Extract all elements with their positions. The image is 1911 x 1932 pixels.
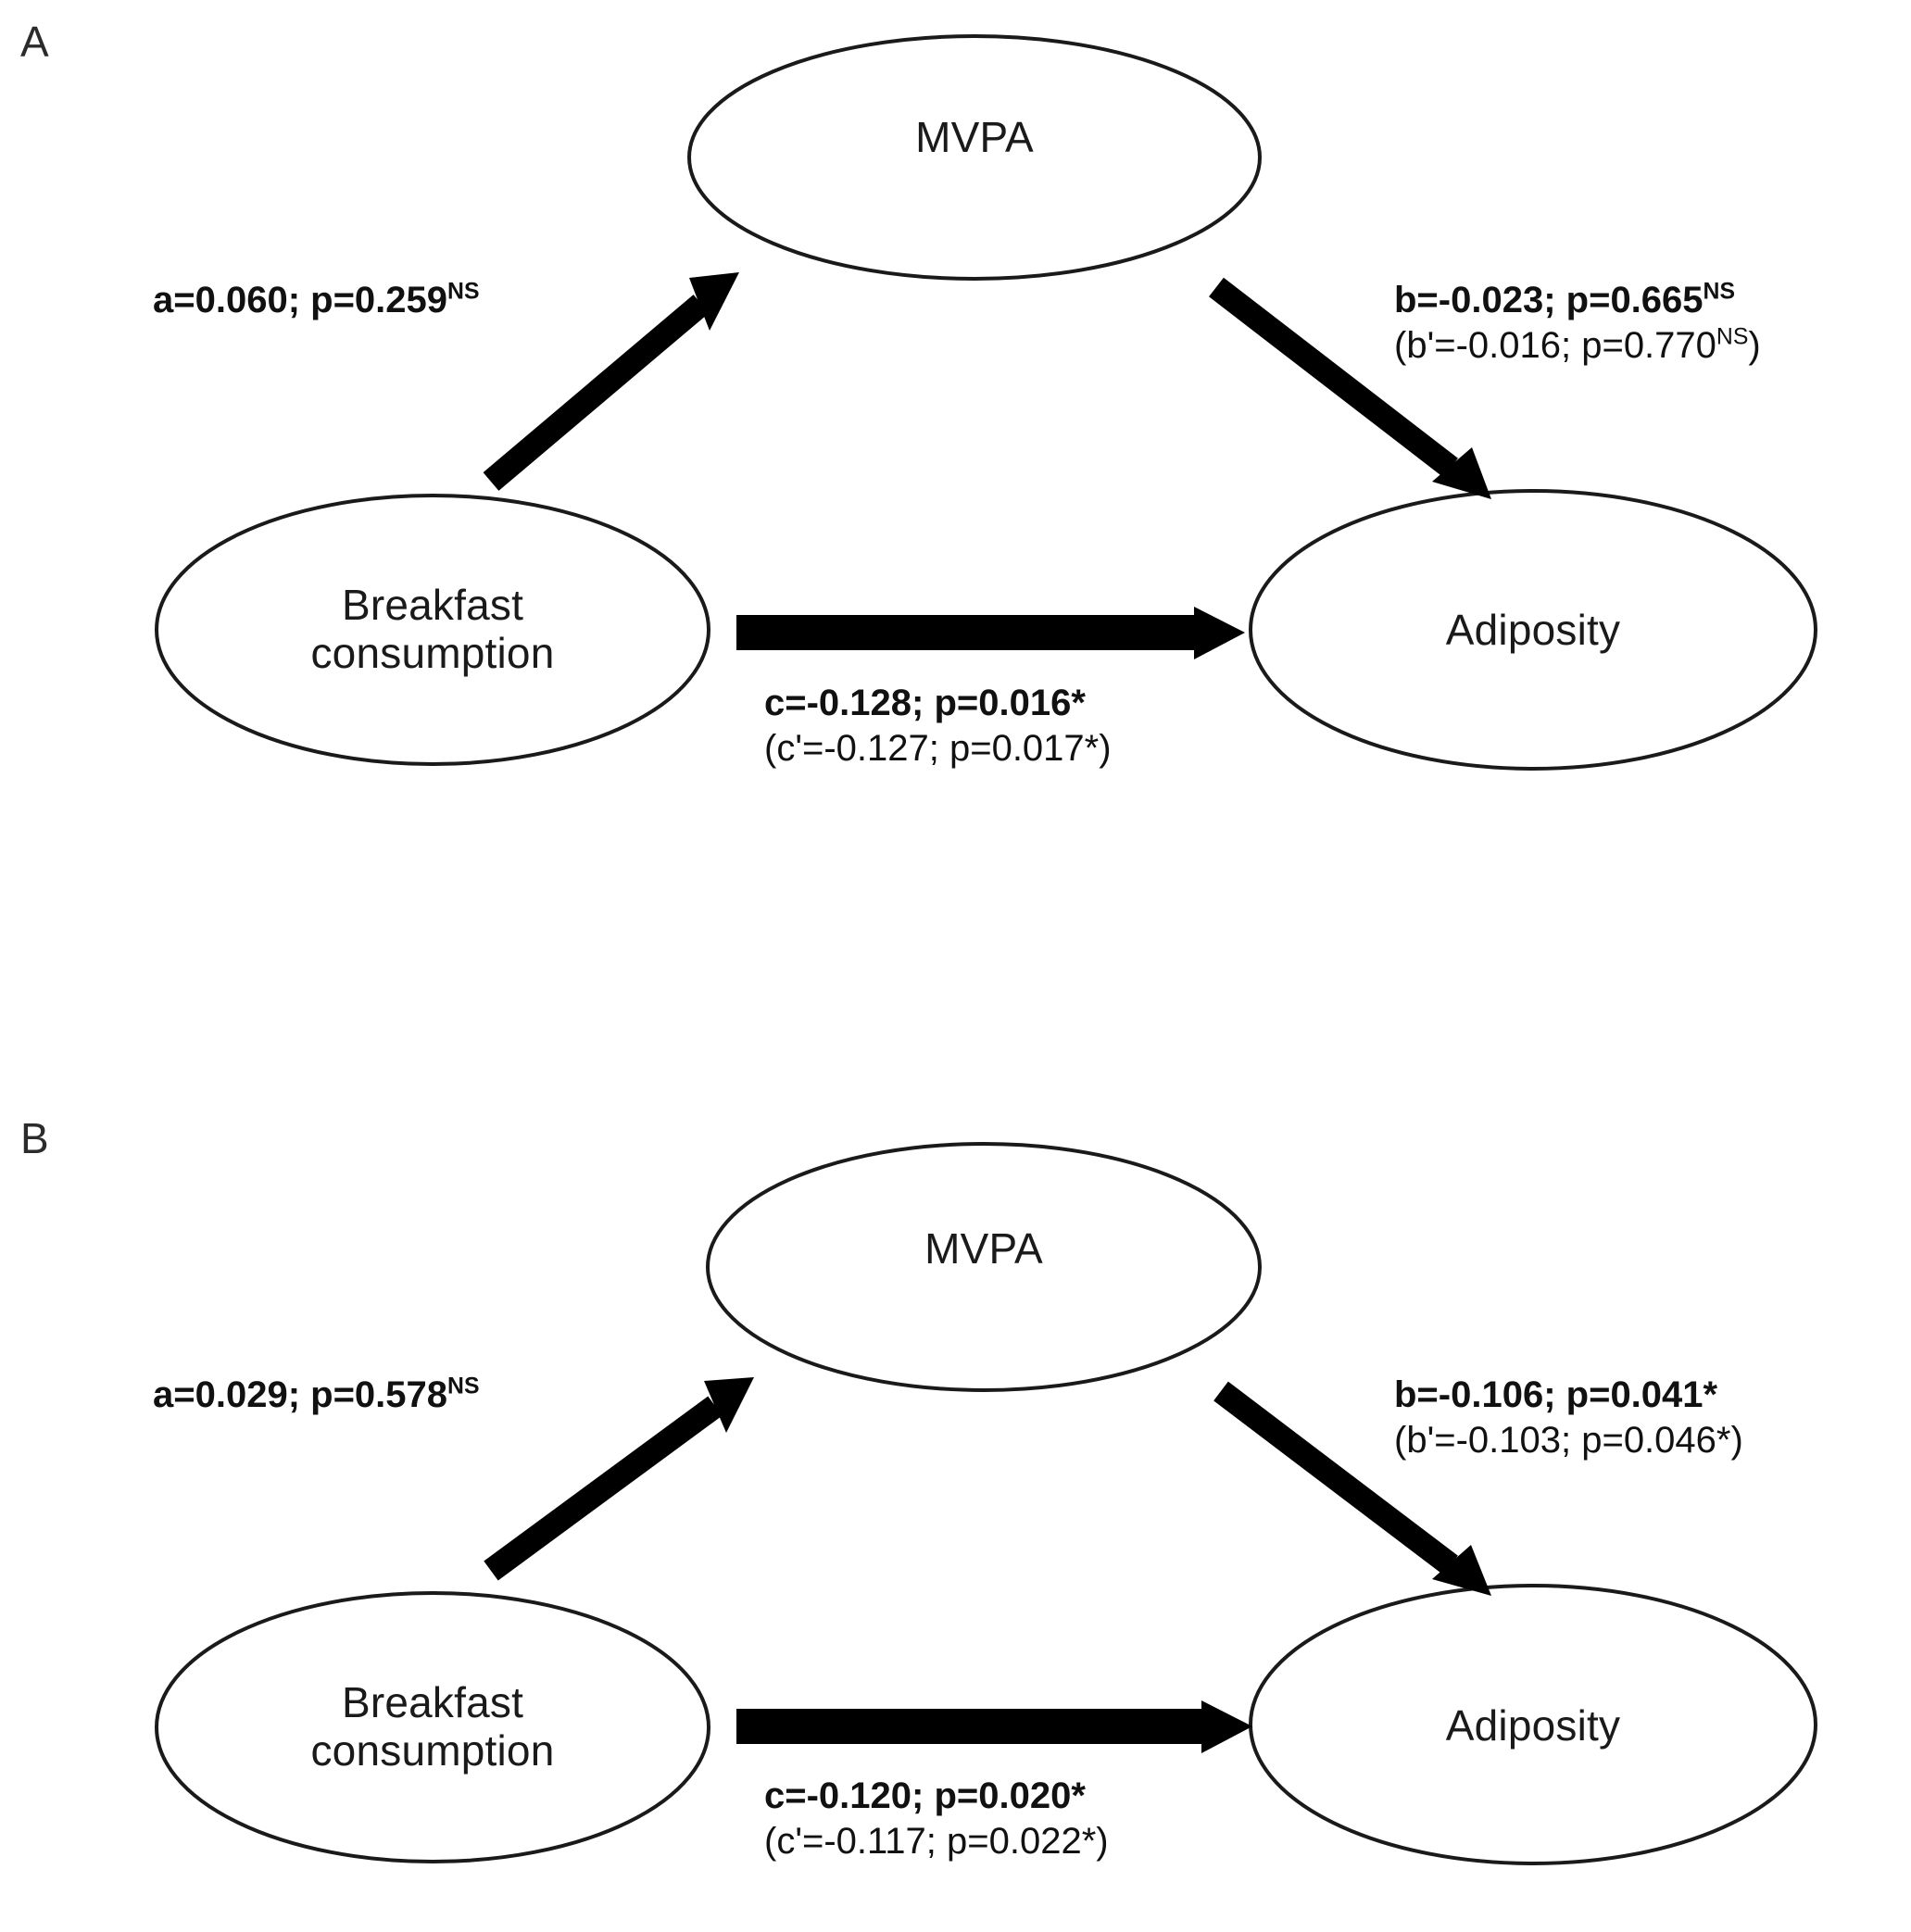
- node-adiposity-label: Adiposity: [1445, 1701, 1621, 1750]
- label-path-b-line2: (b'=-0.103; p=0.046*): [1394, 1419, 1743, 1461]
- node-breakfast-label: Breakfast consumption: [310, 1678, 555, 1775]
- label-path-c-line1: c=-0.120; p=0.020*: [764, 1775, 1086, 1816]
- label-path-b: b=-0.106; p=0.041* (b'=-0.103; p=0.046*): [1394, 1373, 1743, 1463]
- panel-b-letter: B: [20, 1114, 49, 1162]
- panel-a: A MVPA Breakfast consumpti: [20, 18, 1817, 772]
- arrow-path-a: [484, 1377, 754, 1581]
- label-path-b-line2-text: (b'=-0.016; p=0.770: [1394, 324, 1716, 366]
- panel-a-graphics: [155, 34, 1817, 771]
- panel-a-letter: A: [20, 18, 49, 66]
- label-path-b-line1-text: b=-0.023; p=0.665: [1394, 280, 1704, 320]
- label-path-a-line1-text: a=0.060; p=0.259: [153, 280, 448, 320]
- label-path-c: c=-0.120; p=0.020* (c'=-0.117; p=0.022*): [764, 1774, 1109, 1864]
- label-path-c-line1: c=-0.128; p=0.016*: [764, 683, 1086, 723]
- arrow-path-a: [483, 272, 739, 491]
- label-path-a: a=0.029; p=0.578NS: [153, 1373, 479, 1418]
- node-adiposity-ellipse: [1249, 1584, 1817, 1865]
- arrow-path-b: [1213, 1381, 1491, 1596]
- label-path-a-line1: a=0.060; p=0.259NS: [153, 278, 479, 323]
- node-breakfast-label: Breakfast consumption: [310, 581, 555, 677]
- label-path-c: c=-0.128; p=0.016* (c'=-0.127; p=0.017*): [764, 681, 1112, 772]
- label-path-a-line1-text: a=0.029; p=0.578: [153, 1374, 448, 1415]
- node-mvpa-label: MVPA: [924, 1224, 1043, 1273]
- arrow-path-c: [736, 1700, 1252, 1753]
- label-path-c-line2: (c'=-0.127; p=0.017*): [764, 727, 1112, 769]
- node-mvpa-label: MVPA: [915, 113, 1034, 161]
- label-path-b-line2: (b'=-0.016; p=0.770NS): [1394, 323, 1761, 369]
- panel-b-graphics: [155, 1142, 1817, 1865]
- label-path-b-line1-text: b=-0.106; p=0.041*: [1394, 1374, 1718, 1415]
- node-adiposity-ellipse: [1249, 489, 1817, 771]
- label-path-c-line2: (c'=-0.117; p=0.022*): [764, 1820, 1109, 1862]
- node-mvpa-ellipse: [706, 1142, 1262, 1392]
- node-breakfast-ellipse: [155, 1591, 710, 1863]
- node-mvpa-ellipse: [687, 34, 1262, 281]
- label-path-b-line2-suffix: ): [1748, 324, 1761, 366]
- arrow-path-b: [1209, 277, 1491, 499]
- label-path-b-line1: b=-0.023; p=0.665NS: [1394, 278, 1761, 323]
- label-path-b-line2-sup: NS: [1716, 324, 1749, 350]
- label-path-a-line1-sup: NS: [447, 1374, 480, 1399]
- label-path-a: a=0.060; p=0.259NS: [153, 278, 479, 323]
- label-path-a-line1-sup: NS: [447, 279, 480, 305]
- node-adiposity-label: Adiposity: [1445, 606, 1621, 654]
- arrow-path-c: [736, 607, 1245, 659]
- node-breakfast-ellipse: [155, 494, 710, 766]
- label-path-a-line1: a=0.029; p=0.578NS: [153, 1373, 479, 1418]
- panel-b: B MVPA Breakfast consumpti: [0, 1102, 1911, 1932]
- label-path-b: b=-0.023; p=0.665NS (b'=-0.016; p=0.770N…: [1394, 278, 1761, 369]
- label-path-b-line1: b=-0.106; p=0.041*: [1394, 1373, 1743, 1418]
- label-path-b-line1-sup: NS: [1703, 279, 1735, 305]
